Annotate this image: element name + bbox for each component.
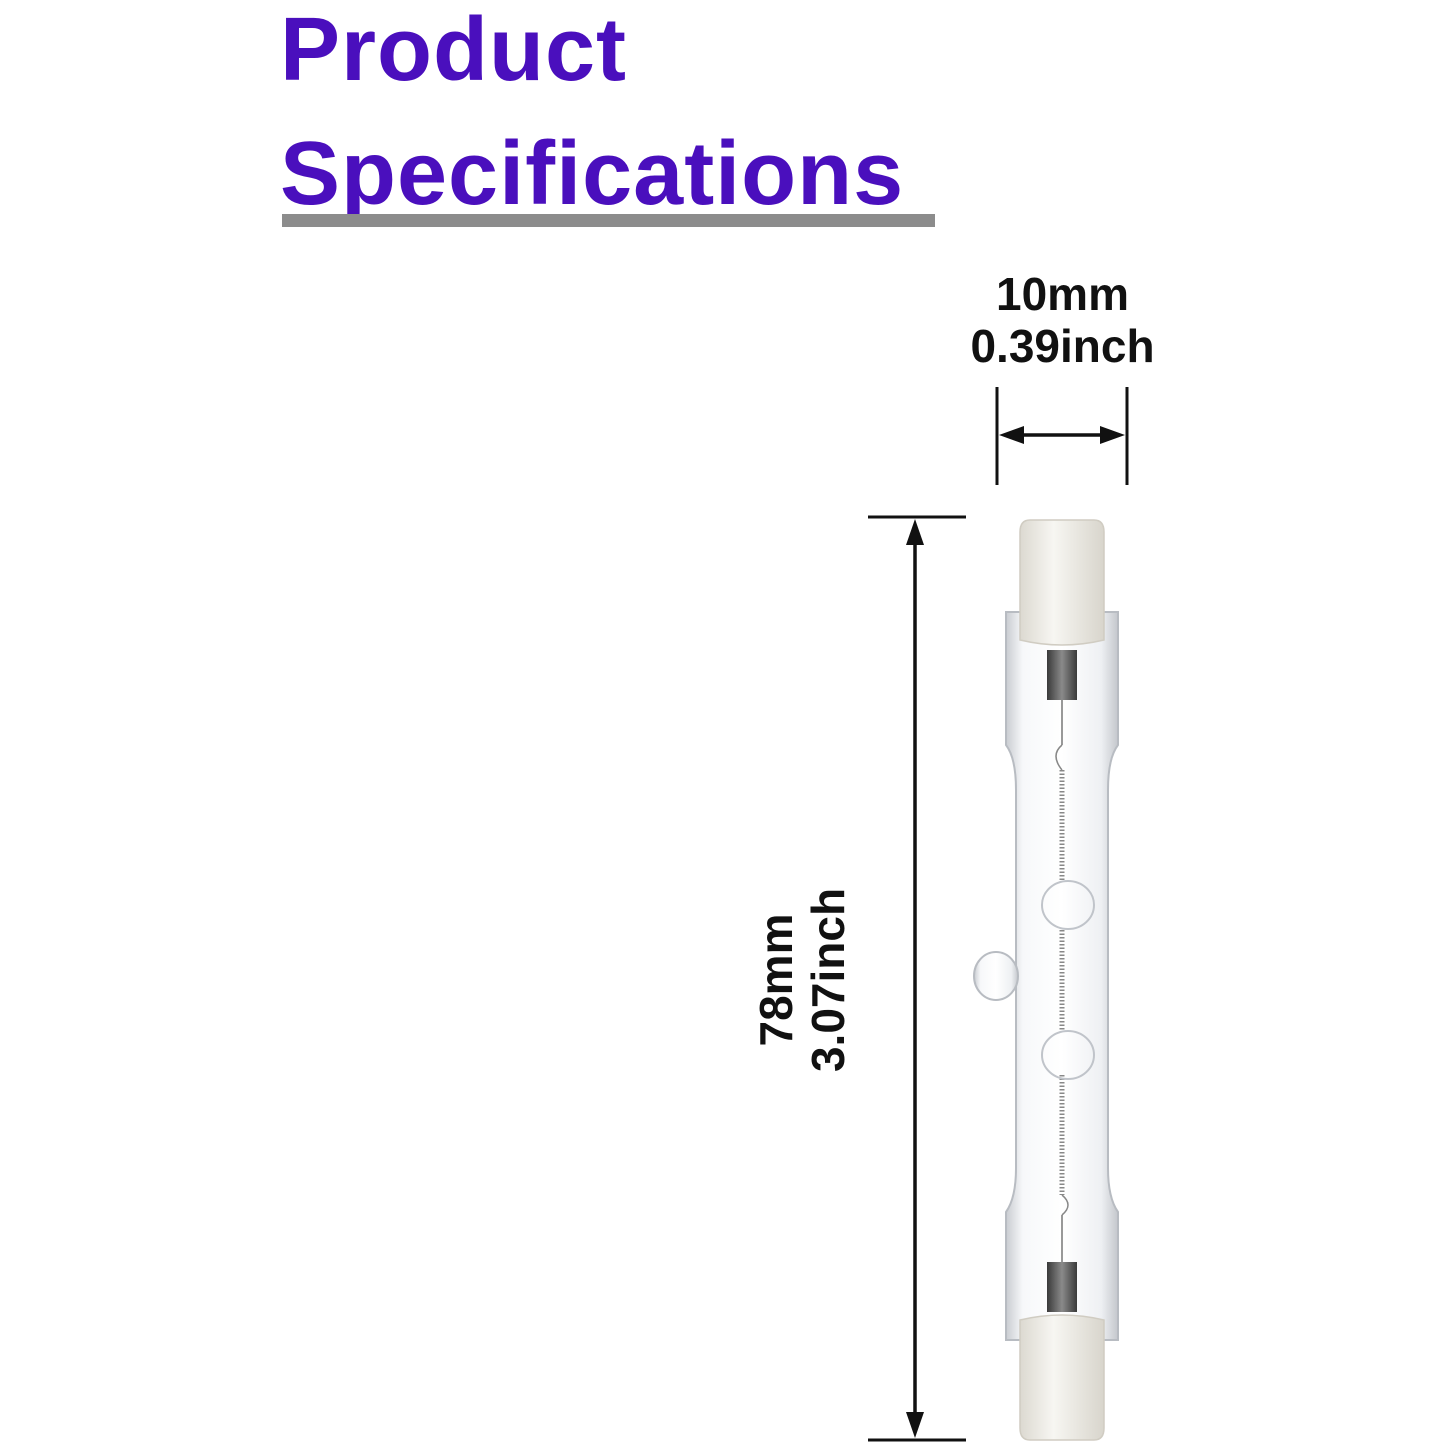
bottom-ceramic-cap bbox=[1019, 1314, 1105, 1441]
halogen-tube-bulb-icon bbox=[973, 519, 1119, 1441]
length-dimension bbox=[868, 515, 966, 1442]
filament-support-upper bbox=[1041, 880, 1095, 930]
width-arrow-left-icon bbox=[999, 426, 1024, 444]
width-dimension-label: 10mm 0.39inch bbox=[940, 268, 1185, 372]
width-inch-text: 0.39inch bbox=[970, 320, 1155, 372]
bottom-foil bbox=[1047, 1262, 1077, 1312]
width-arrow-right-icon bbox=[1100, 426, 1125, 444]
top-foil bbox=[1047, 650, 1077, 700]
glass-tip bbox=[973, 951, 1019, 1001]
length-arrow-down-icon bbox=[906, 1412, 924, 1438]
filament-link-bottom bbox=[1061, 1194, 1069, 1216]
title-line-2: Specifications bbox=[280, 124, 905, 224]
length-arrow-up-icon bbox=[906, 519, 924, 545]
filament-link-top bbox=[1055, 744, 1063, 771]
title-line-1: Product bbox=[280, 0, 628, 100]
title-underline bbox=[282, 214, 935, 227]
filament-support-lower bbox=[1041, 1030, 1095, 1080]
width-mm-text: 10mm bbox=[996, 268, 1129, 320]
width-dimension bbox=[995, 387, 1129, 485]
top-ceramic-cap bbox=[1019, 519, 1105, 646]
page-title: Product Specifications bbox=[280, 0, 904, 236]
